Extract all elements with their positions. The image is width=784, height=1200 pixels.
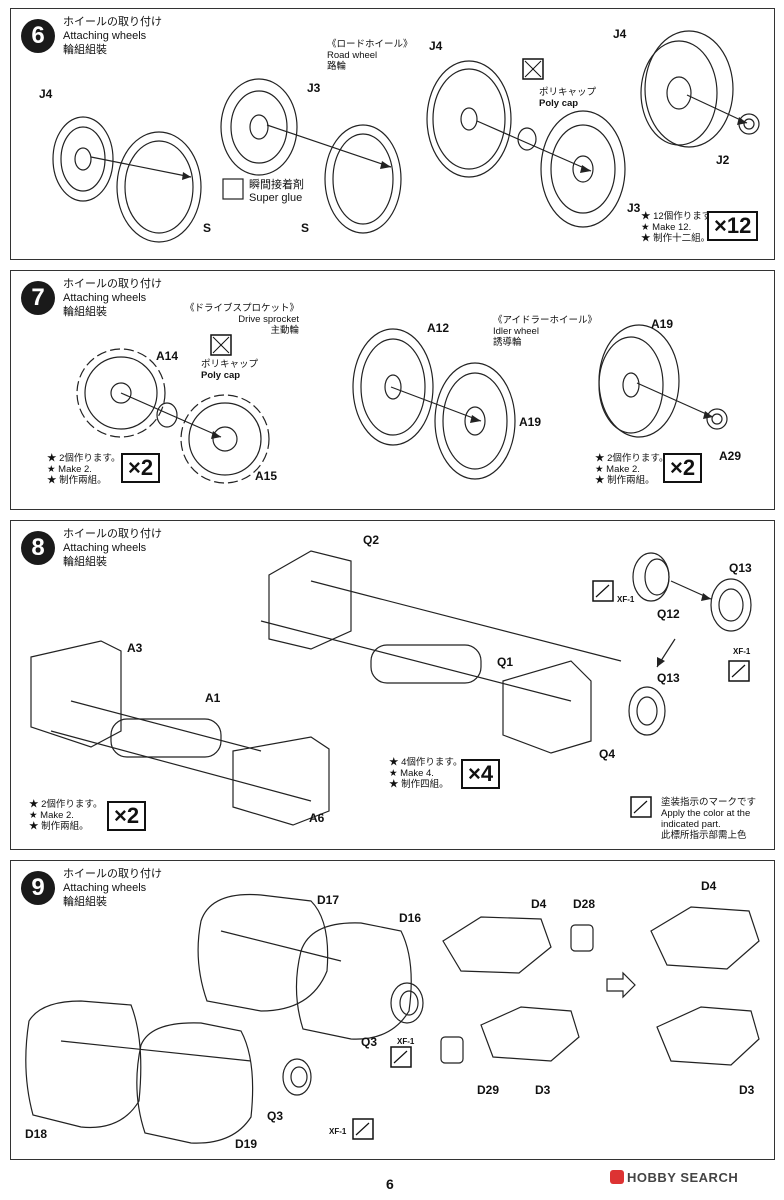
step-number: 8	[21, 531, 55, 565]
drive-sprocket-caption: 《ドライブスプロケット》 Drive sprocket 主動輪	[185, 303, 300, 336]
watermark-logo-icon	[610, 1170, 624, 1184]
part-label-J3: J3	[307, 81, 321, 95]
part-label-A14: A14	[156, 349, 179, 363]
quantity-note: ★ 12個作ります。 ★ Make 12. ★ 制作十二組。	[641, 211, 720, 244]
paint-code-xf1: XF-1	[733, 647, 751, 656]
part-label-A19: A19	[651, 317, 674, 331]
part-label-D29: D29	[477, 1083, 500, 1097]
part-label-J3: J3	[627, 201, 641, 215]
part-label-A6: A6	[309, 811, 325, 825]
step-6-drawing	[52, 30, 760, 243]
page-number: 6	[386, 1176, 394, 1192]
part-label-Q4: Q4	[599, 747, 616, 761]
part-label-J2: J2	[716, 153, 730, 167]
part-label-J4: J4	[39, 87, 53, 101]
super-glue-caption: 瞬間接着剤 Super glue	[249, 179, 304, 204]
quantity-note: ★ 2個作ります。 ★ Make 2. ★ 制作兩組。	[29, 799, 103, 832]
road-wheel-caption: 《ロードホイール》 Road wheel 路輪	[327, 39, 413, 72]
step-6-panel: 6 ホイールの取り付け Attaching wheels 輪組組裝	[10, 8, 775, 260]
step-number: 9	[21, 871, 55, 905]
multiplier-badge: ×2	[107, 801, 147, 831]
part-label-J4: J4	[613, 27, 627, 41]
step-titles: ホイールの取り付け Attaching wheels 輪組組裝	[63, 868, 162, 908]
part-label-Q3: Q3	[361, 1035, 378, 1049]
quantity-note: ★ 4個作ります。 ★ Make 4. ★ 制作四組。	[389, 757, 463, 790]
poly-cap-caption: ポリキャップ Poly cap	[201, 359, 259, 381]
paint-code-xf1: XF-1	[617, 595, 635, 604]
part-label-J4: J4	[429, 39, 443, 53]
step-titles: ホイールの取り付け Attaching wheels 輪組組裝	[63, 278, 162, 318]
step-number: 7	[21, 281, 55, 315]
part-label-Q13: Q13	[657, 671, 680, 685]
quantity-note: ★ 2個作ります。 ★ Make 2. ★ 制作兩組。	[47, 453, 121, 486]
part-label-Q1: Q1	[497, 655, 514, 669]
step-9-drawing	[25, 893, 760, 1144]
paint-instruction-note: 塗装指示のマークです Apply the color at the indica…	[661, 797, 757, 841]
part-label-Q2: Q2	[363, 533, 380, 547]
step-7-drawing	[76, 324, 728, 484]
multiplier-badge: ×2	[121, 453, 161, 483]
part-label-A1: A1	[205, 691, 221, 705]
part-label-A12: A12	[427, 321, 450, 335]
multiplier-badge: ×2	[663, 453, 703, 483]
part-label-D4: D4	[531, 897, 547, 911]
part-label-D28: D28	[573, 897, 596, 911]
part-label-A15: A15	[255, 469, 278, 483]
part-label-A3: A3	[127, 641, 143, 655]
part-label-Q13: Q13	[729, 561, 752, 575]
multiplier-badge: ×12	[707, 211, 759, 241]
part-label-D3: D3	[535, 1083, 551, 1097]
part-label-D17: D17	[317, 893, 340, 907]
part-label-Q12: Q12	[657, 607, 680, 621]
part-label-Q3: Q3	[267, 1109, 284, 1123]
step-8-drawing	[30, 550, 752, 826]
part-label-D16: D16	[399, 911, 422, 925]
poly-cap-caption: ポリキャップ Poly cap	[539, 87, 597, 109]
part-label-A19: A19	[519, 415, 542, 429]
step-9-panel: 9 ホイールの取り付け Attaching wheels 輪組組裝	[10, 860, 775, 1160]
paint-code-xf1: XF-1	[397, 1037, 415, 1046]
quantity-note: ★ 2個作ります。 ★ Make 2. ★ 制作兩組。	[595, 453, 669, 486]
paint-code-xf1: XF-1	[329, 1127, 347, 1136]
part-label-S: S	[203, 221, 212, 235]
step-titles: ホイールの取り付け Attaching wheels 輪組組裝	[63, 16, 162, 56]
part-label-D18: D18	[25, 1127, 48, 1141]
part-label-D4: D4	[701, 879, 717, 893]
watermark: HOBBY SEARCH	[610, 1170, 738, 1185]
step-8-panel: 8 ホイールの取り付け Attaching wheels 輪組組裝	[10, 520, 775, 850]
step-titles: ホイールの取り付け Attaching wheels 輪組組裝	[63, 528, 162, 568]
step-7-panel: 7 ホイールの取り付け Attaching wheels 輪組組裝	[10, 270, 775, 510]
step-number: 6	[21, 19, 55, 53]
part-label-A29: A29	[719, 449, 742, 463]
part-label-D19: D19	[235, 1137, 258, 1151]
multiplier-badge: ×4	[461, 759, 501, 789]
part-label-D3: D3	[739, 1083, 755, 1097]
part-label-S: S	[301, 221, 310, 235]
idler-wheel-caption: 《アイドラーホイール》 Idler wheel 誘導輪	[493, 315, 598, 348]
